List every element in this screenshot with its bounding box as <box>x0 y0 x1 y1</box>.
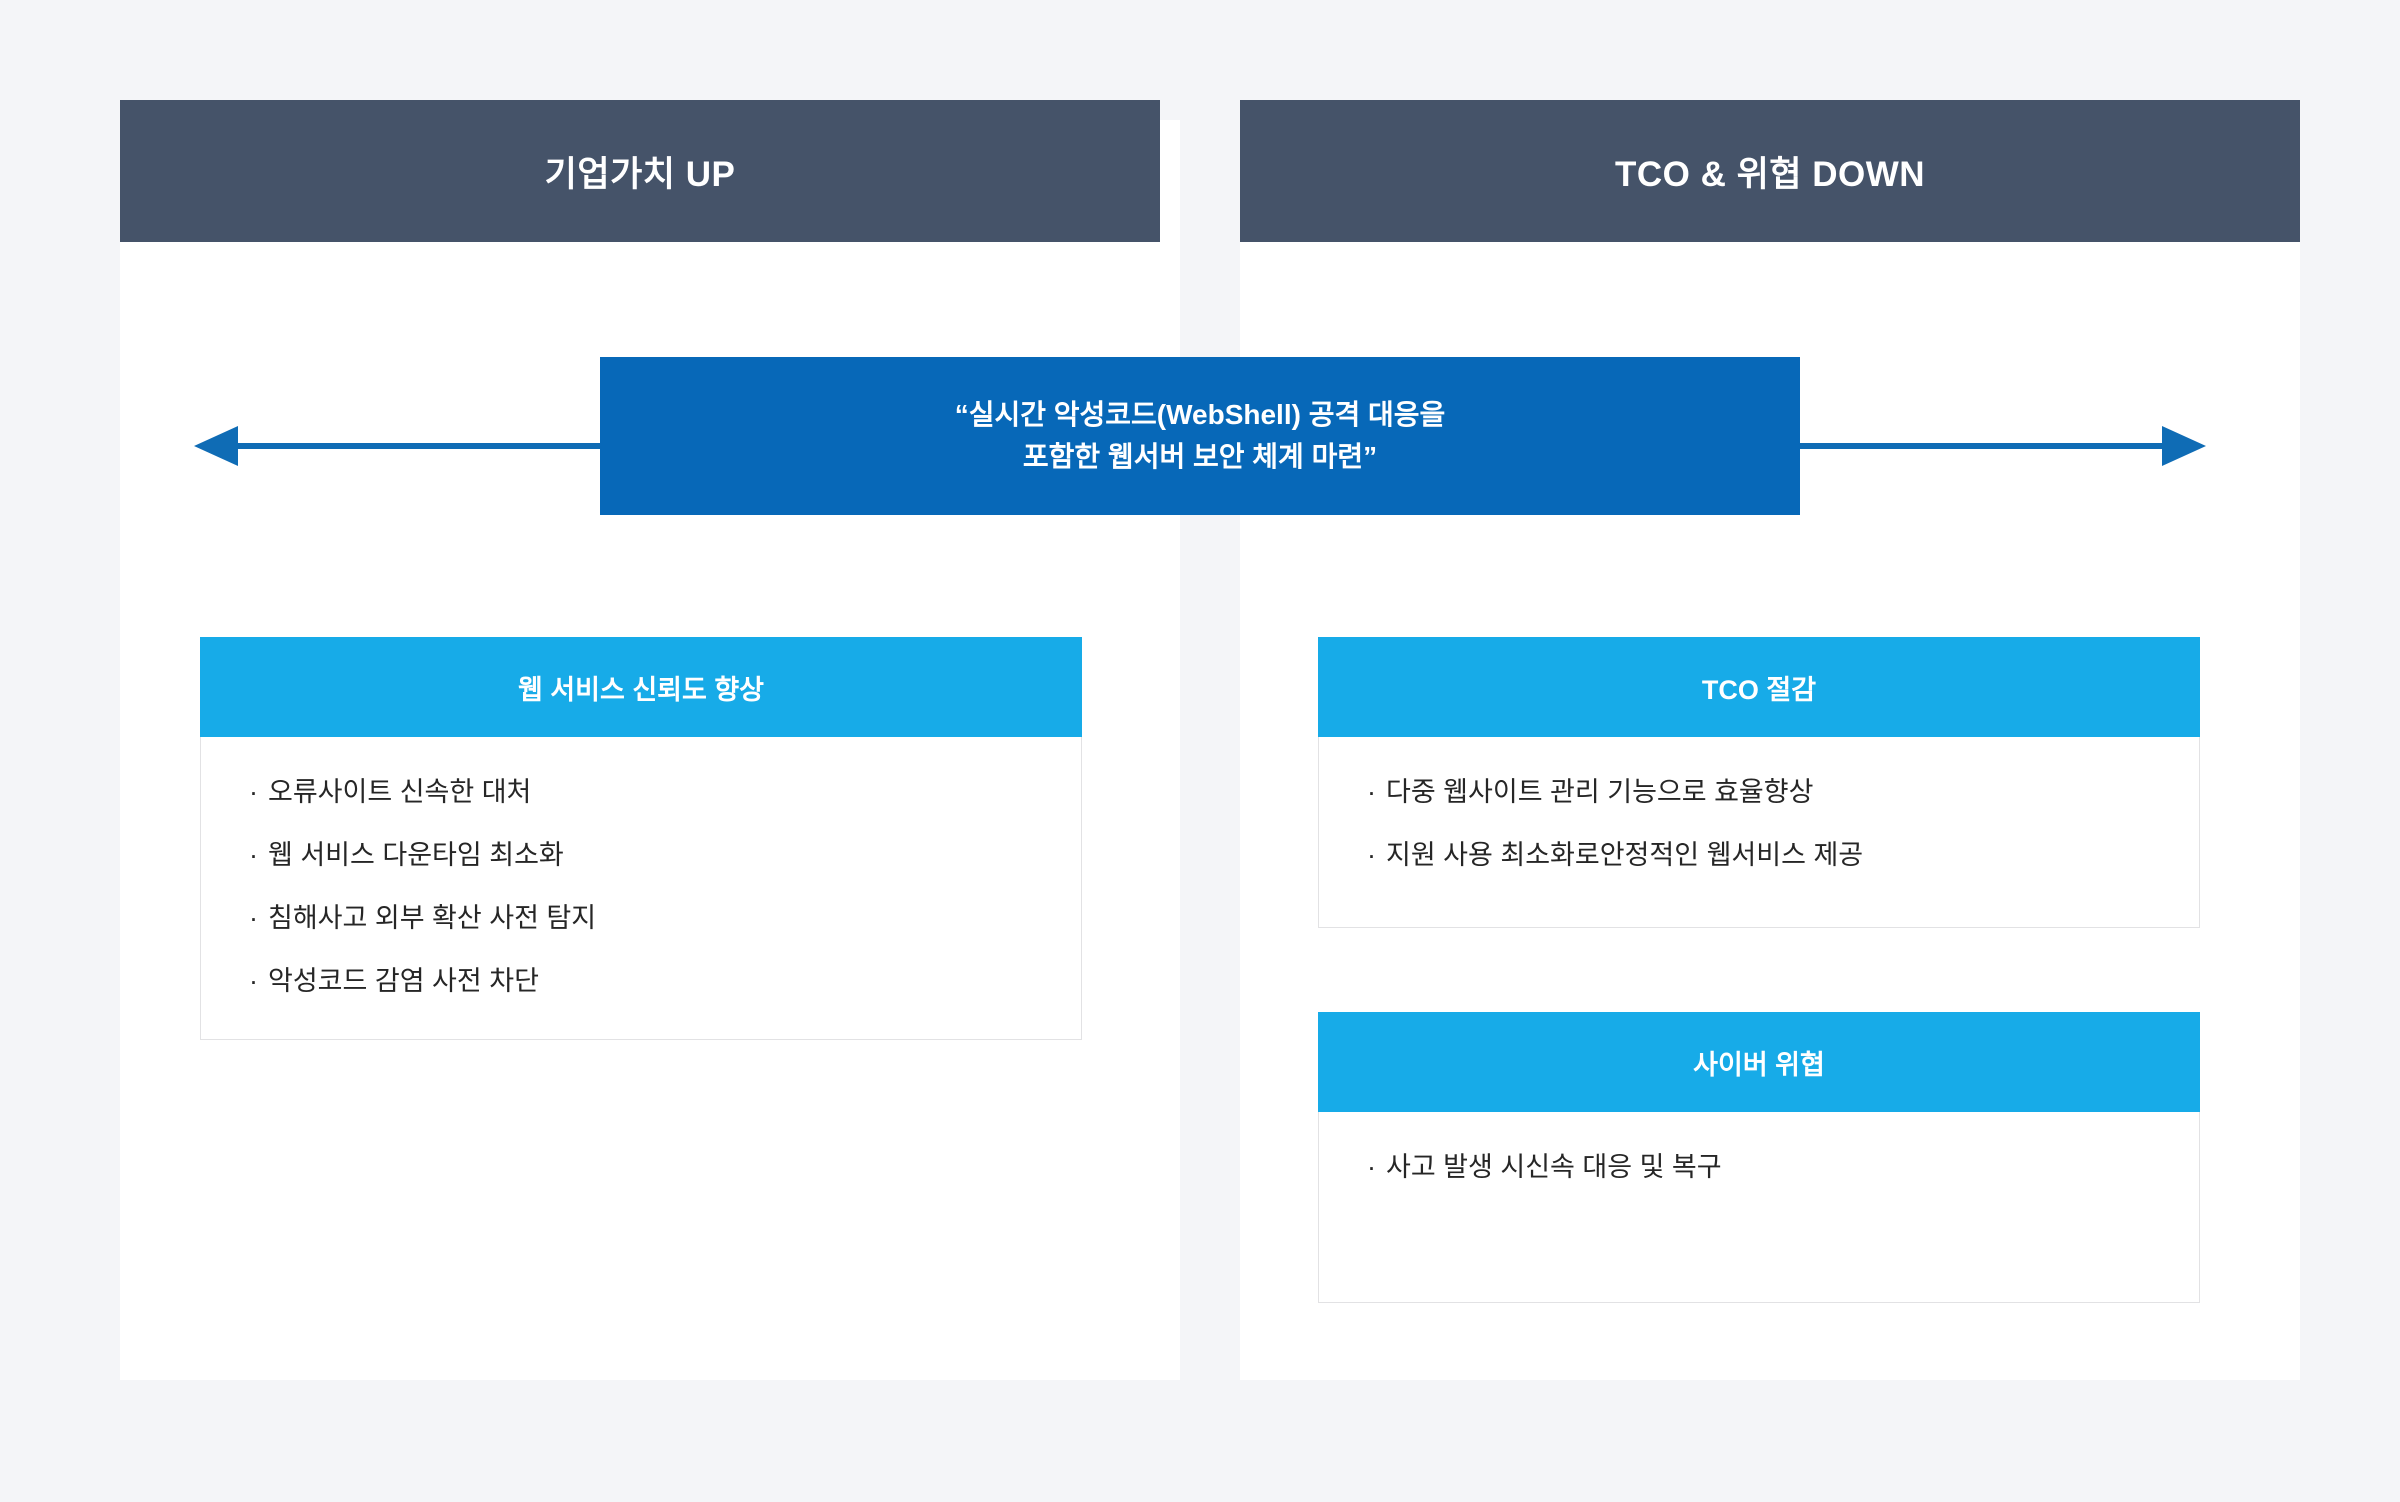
central-banner: “실시간 악성코드(WebShell) 공격 대응을 포함한 웹서버 보안 체계… <box>600 357 1800 515</box>
list-item: · 사고 발생 시신속 대응 및 복구 <box>1367 1154 2199 1181</box>
card-tco-title: TCO 절감 <box>1318 637 2200 737</box>
card-reliability-title: 웹 서비스 신뢰도 향상 <box>200 637 1082 737</box>
banner-line-1: “실시간 악성코드(WebShell) 공격 대응을 <box>954 399 1446 430</box>
list-item: · 다중 웹사이트 관리 기능으로 효율향상 <box>1367 779 2199 806</box>
list-item: · 지원 사용 최소화로안정적인 웹서비스 제공 <box>1367 842 2199 869</box>
list-item-label: 침해사고 외부 확산 사전 탐지 <box>268 903 597 933</box>
card-cyber-body: · 사고 발생 시신속 대응 및 복구 <box>1318 1112 2200 1303</box>
left-panel-header: 기업가치 UP <box>120 100 1160 242</box>
card-cyber-title: 사이버 위협 <box>1318 1012 2200 1112</box>
bullet-marker-icon: · <box>1367 1152 1376 1182</box>
card-tco-body: · 다중 웹사이트 관리 기능으로 효율향상 · 지원 사용 최소화로안정적인 … <box>1318 737 2200 928</box>
bullet-marker-icon: · <box>1367 777 1376 807</box>
list-item-label: 지원 사용 최소화로안정적인 웹서비스 제공 <box>1386 840 1864 870</box>
card-cyber: 사이버 위협 · 사고 발생 시신속 대응 및 복구 <box>1318 1012 2200 1303</box>
card-reliability-bullet-list: · 오류사이트 신속한 대처 · 웹 서비스 다운타임 최소화 · 침해사고 외… <box>249 779 1081 995</box>
bullet-marker-icon: · <box>249 966 258 996</box>
list-item-label: 다중 웹사이트 관리 기능으로 효율향상 <box>1386 777 1814 807</box>
arrow-left-icon <box>194 420 610 472</box>
list-item-label: 악성코드 감염 사전 차단 <box>268 966 539 996</box>
bullet-marker-icon: · <box>249 903 258 933</box>
bullet-marker-icon: · <box>1367 840 1376 870</box>
bullet-marker-icon: · <box>249 840 258 870</box>
list-item-label: 오류사이트 신속한 대처 <box>268 777 532 807</box>
card-tco: TCO 절감 · 다중 웹사이트 관리 기능으로 효율향상 · 지원 사용 최소… <box>1318 637 2200 928</box>
list-item: · 악성코드 감염 사전 차단 <box>249 968 1081 995</box>
right-panel-header: TCO & 위협 DOWN <box>1240 100 2300 242</box>
arrow-right-icon <box>1790 420 2206 472</box>
list-item: · 침해사고 외부 확산 사전 탐지 <box>249 905 1081 932</box>
list-item-label: 웹 서비스 다운타임 최소화 <box>268 840 564 870</box>
left-panel-header-label: 기업가치 UP <box>544 154 736 194</box>
banner-line-2: 포함한 웹서버 보안 체계 마련” <box>1022 441 1378 472</box>
card-tco-bullet-list: · 다중 웹사이트 관리 기능으로 효율향상 · 지원 사용 최소화로안정적인 … <box>1367 779 2199 869</box>
list-item: · 웹 서비스 다운타임 최소화 <box>249 842 1081 869</box>
card-reliability-body: · 오류사이트 신속한 대처 · 웹 서비스 다운타임 최소화 · 침해사고 외… <box>200 737 1082 1040</box>
bullet-marker-icon: · <box>249 777 258 807</box>
right-panel-header-label: TCO & 위협 DOWN <box>1614 154 1926 194</box>
list-item-label: 사고 발생 시신속 대응 및 복구 <box>1386 1152 1722 1182</box>
card-reliability: 웹 서비스 신뢰도 향상 · 오류사이트 신속한 대처 · 웹 서비스 다운타임… <box>200 637 1082 1040</box>
list-item: · 오류사이트 신속한 대처 <box>249 779 1081 806</box>
card-cyber-bullet-list: · 사고 발생 시신속 대응 및 복구 <box>1367 1154 2199 1181</box>
